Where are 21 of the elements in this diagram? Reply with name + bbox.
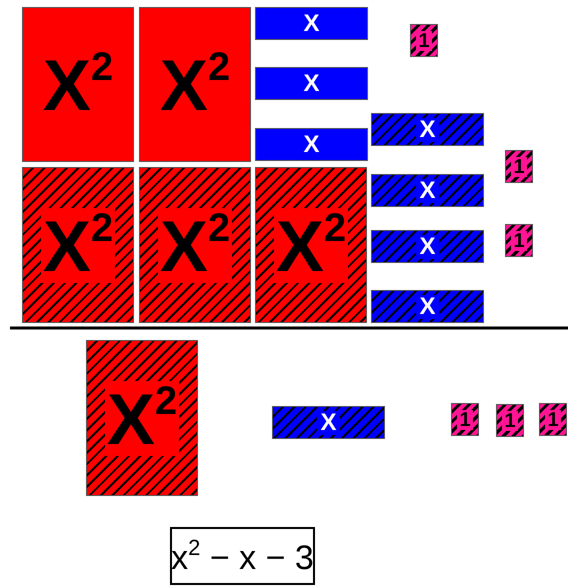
negative-x-squared-tile: X$^{2}$ [86,340,198,496]
negative-unit-tile: 1 [505,150,533,183]
x-squared-tile: X$^{2}$ [22,7,134,162]
x-tile: X [255,128,368,161]
negative-x-tile: X [272,406,385,439]
negative-unit-tile: 1 [451,403,479,436]
negative-x-squared-tile: X$^{2}$ [22,167,134,323]
x-squared-tile: X$^{2}$ [139,7,251,162]
negative-x-tile: X [371,290,484,323]
expression-box: x$^{2}$ − x − 3 [170,527,315,585]
negative-x-squared-tile: X$^{2}$ [255,167,367,323]
negative-x-tile: X [371,174,484,207]
x-tile: X [255,7,368,40]
negative-x-tile: X [371,113,484,146]
negative-unit-tile: 1 [496,404,524,437]
negative-unit-tile: 1 [505,224,533,257]
negative-unit-tile: 1 [410,24,438,57]
negative-unit-tile: 1 [539,403,567,436]
negative-x-tile: X [371,230,484,263]
negative-x-squared-tile: X$^{2}$ [139,167,251,323]
x-tile: X [255,67,368,100]
